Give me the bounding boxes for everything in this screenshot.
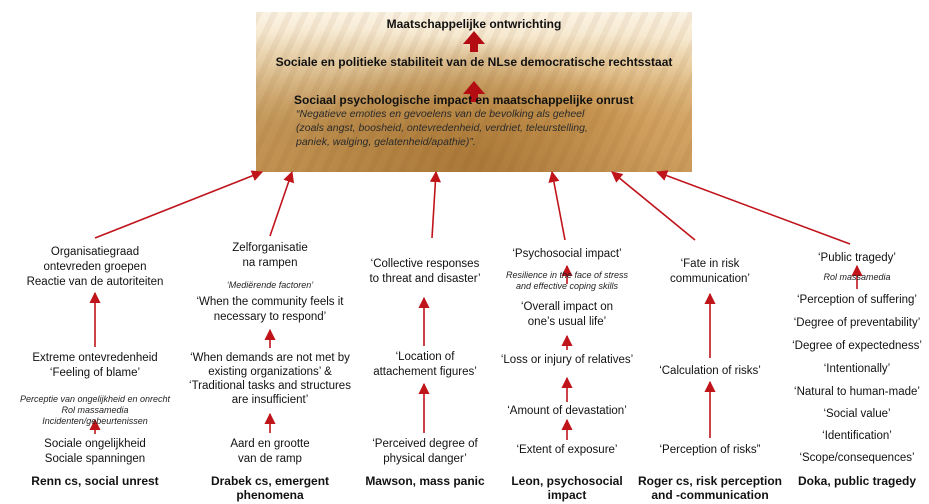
col2-quote-1: ‘When the community feels it xyxy=(196,296,344,308)
col1-top-1: Organisatiegraad xyxy=(50,246,140,258)
col6-list-5: ‘Natural to human-made’ xyxy=(794,386,920,398)
col3-footer: Mawson, mass panic xyxy=(365,474,485,488)
col4-item1-2: one’s usual life’ xyxy=(527,316,607,328)
col2-mid-1: ‘When demands are not met by xyxy=(190,352,350,364)
col1-bottom-2: Sociale spanningen xyxy=(44,453,146,465)
col2-mid-4: are insufficient’ xyxy=(231,394,309,406)
col5-mid: ‘Calculation of risks’ xyxy=(659,365,761,377)
col4-italic-1: Resilience in the face of stress xyxy=(505,270,629,280)
banner-quote-2: (zoals angst, boosheid, ontevredenheid, … xyxy=(296,122,588,134)
col1-top-2: ontevreden groepen xyxy=(43,261,147,273)
col2-top-1: Zelforganisatie xyxy=(232,242,308,254)
col1-italic-3: Incidenten/gebeurtenissen xyxy=(42,416,148,426)
col2-mid-2: existing organizations’ & xyxy=(208,366,332,378)
col3-bottom-2: physical danger’ xyxy=(383,453,467,465)
col5-footer-1: Roger cs, risk perception xyxy=(637,474,783,488)
col6-italic: Rol massamedia xyxy=(823,272,891,282)
col1-italic-1: Perceptie van ongelijkheid en onrecht xyxy=(19,394,171,404)
col6-list-1: ‘Perception of suffering’ xyxy=(797,294,917,306)
arrow-col3-to-banner xyxy=(429,170,441,239)
col2-quote-2: necessary to respond’ xyxy=(213,311,327,323)
col1-mid-2: ‘Feeling of blame’ xyxy=(49,367,141,379)
col3-top-2: to threat and disaster’ xyxy=(369,273,481,285)
big-up-arrow-2 xyxy=(463,81,485,102)
col5-top-2: communication’ xyxy=(670,273,750,285)
col1-italic-2: Rol massamedia xyxy=(61,405,129,415)
col2-italic: ‘Mediërende factoren’ xyxy=(226,280,314,290)
col6-list-2: ‘Degree of preventability’ xyxy=(793,317,921,329)
arrow-col4-to-banner xyxy=(548,170,566,241)
col1-footer: Renn cs, social unrest xyxy=(31,474,159,488)
arrow-col2-to-banner xyxy=(269,170,295,237)
col2-footer-1: Drabek cs, emergent xyxy=(210,474,330,488)
col4-footer-1: Leon, psychosocial xyxy=(511,474,623,488)
col1-bottom-1: Sociale ongelijkheid xyxy=(44,438,146,450)
col1-mid-1: Extreme ontevredenheid xyxy=(32,352,158,364)
col6-list-3: ‘Degree of expectedness’ xyxy=(792,340,922,352)
col6-list-8: ‘Scope/consequences’ xyxy=(799,452,915,464)
banner-quote-3: paniek, walging, gelatenheid/apathie)”. xyxy=(296,136,476,148)
col4-italic-2: and effective coping skills xyxy=(515,281,619,291)
col5-bottom: ‘Perception of risks” xyxy=(659,444,761,456)
arrow-col1-to-banner xyxy=(94,170,264,239)
arrow-col6-to-banner xyxy=(655,170,851,245)
big-up-arrow-1 xyxy=(463,31,485,52)
col4-footer-2: impact xyxy=(547,488,587,502)
col2-bottom-1: Aard en grootte xyxy=(230,438,310,450)
banner-quote-1: “Negatieve emoties en gevoelens van de b… xyxy=(296,108,585,120)
col5-footer-2: and -communication xyxy=(651,488,769,502)
col3-mid-1: ‘Location of xyxy=(395,351,455,363)
col2-footer-2: phenomena xyxy=(236,488,304,502)
col3-bottom-1: ‘Perceived degree of xyxy=(372,438,478,450)
col5-top-1: ‘Fate in risk xyxy=(680,258,740,270)
banner-impact-heading: Sociaal psychologische impact en maatsch… xyxy=(294,93,634,107)
banner-subtitle: Sociale en politieke stabiliteit van de … xyxy=(275,55,673,69)
col2-mid-3: ‘Traditional tasks and structures xyxy=(189,380,351,392)
col1-top-3: Reactie van de autoriteiten xyxy=(26,276,164,288)
col6-list-4: ‘Intentionally’ xyxy=(823,363,891,375)
col6-footer: Doka, public tragedy xyxy=(797,474,917,488)
col6-list-7: ‘Identification’ xyxy=(822,430,892,442)
col2-top-2: na rampen xyxy=(242,257,298,269)
col6-top: ‘Public tragedy’ xyxy=(818,252,896,264)
col4-item3: ‘Amount of devastation’ xyxy=(507,405,627,417)
arrow-col5-to-banner xyxy=(611,171,696,241)
col4-top: ‘Psychosocial impact’ xyxy=(512,248,622,260)
col3-top-1: ‘Collective responses xyxy=(370,258,480,270)
col4-item2: ‘Loss or injury of relatives’ xyxy=(500,354,634,366)
col2-bottom-2: van de ramp xyxy=(238,453,302,465)
col4-item1-1: ‘Overall impact on xyxy=(520,301,614,313)
col6-list-6: ‘Social value’ xyxy=(823,408,891,420)
col4-item4: ‘Extent of exposure’ xyxy=(516,444,618,456)
col3-mid-2: attachement figures’ xyxy=(373,366,477,378)
banner-title: Maatschappelijke ontwrichting xyxy=(386,17,562,31)
